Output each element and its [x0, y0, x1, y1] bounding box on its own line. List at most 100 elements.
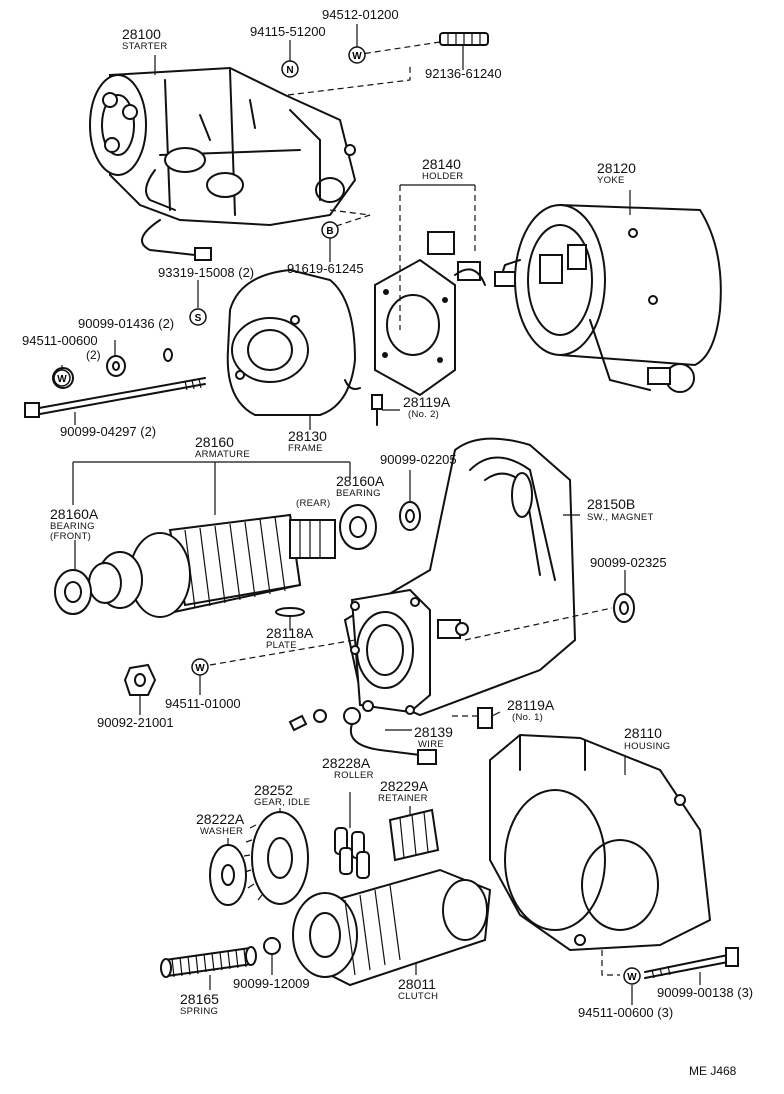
label-brush-no2-number: 28119A: [403, 394, 451, 410]
washer-02325: [613, 593, 635, 623]
marker-b: B: [321, 221, 339, 239]
marker-w-mid: W: [191, 658, 209, 676]
label-ball: 90099-12009: [233, 976, 310, 991]
brush-no1: [477, 707, 493, 729]
label-bolt-00138: 90099-00138 (3): [657, 985, 754, 1000]
washer-02205: [399, 501, 421, 531]
svg-text:W: W: [195, 663, 205, 674]
label-plate-name: PLATE: [266, 640, 297, 651]
nut-21001: [123, 663, 157, 696]
label-armature-name: ARMATURE: [195, 449, 251, 460]
marker-n: N: [281, 60, 299, 78]
armature-part: [88, 513, 336, 618]
label-holder-name: HOLDER: [422, 171, 464, 182]
marker-w-top: W: [348, 46, 366, 64]
starter-assembly: [89, 66, 357, 261]
spring-part: [160, 946, 257, 978]
ball-part: [263, 937, 281, 955]
label-washer-945-qty: (2): [86, 348, 101, 362]
roller-part: [334, 827, 370, 879]
marker-s: S: [189, 308, 207, 326]
label-washer-top: 94512-01200: [322, 7, 399, 22]
label-washer-00600: 94511-00600 (3): [578, 1005, 674, 1020]
label-brush-no1-number: 28119A: [507, 697, 555, 713]
label-clutch-number: 28011: [398, 976, 436, 992]
label-bearing-front-number: 28160A: [50, 506, 99, 522]
marker-w-left: W: [53, 369, 71, 387]
svg-text:N: N: [286, 65, 293, 76]
label-holder-number: 28140: [422, 156, 461, 172]
label-starter-name: STARTER: [122, 41, 168, 52]
label-bearing-front-extra: (FRONT): [50, 531, 92, 542]
plate-part: [275, 607, 305, 617]
label-housing-number: 28110: [624, 725, 662, 741]
bolt-00138: [644, 947, 739, 979]
label-switch-number: 28150B: [587, 496, 636, 512]
label-bearing-front-name: BEARING: [50, 521, 95, 532]
label-plate-number: 28118A: [266, 625, 314, 641]
svg-text:W: W: [57, 374, 67, 385]
label-wire-number: 28139: [414, 724, 453, 740]
label-idle-gear-number: 28252: [254, 782, 293, 798]
label-washer-01000: 94511-01000: [165, 696, 241, 711]
label-armature-number: 28160: [195, 434, 234, 450]
label-frame-number: 28130: [288, 428, 327, 444]
label-brush-no2-name: (No. 2): [408, 409, 440, 420]
clutch-part: [292, 868, 492, 987]
label-retainer-name: RETAINER: [378, 793, 428, 804]
label-wire-name: WIRE: [418, 739, 445, 750]
label-housing-name: HOUSING: [624, 741, 671, 752]
label-starter-number: 28100: [122, 26, 161, 42]
stud-bolt: [439, 32, 489, 46]
label-nut-21001: 90092-21001: [97, 715, 174, 730]
label-bearing-rear-number: 28160A: [336, 473, 385, 489]
label-yoke-name: YOKE: [597, 175, 625, 186]
brush-no2: [371, 394, 383, 426]
label-bolt-b: 91619-61245: [287, 261, 364, 276]
label-washer-945: 94511-00600: [22, 333, 98, 348]
svg-text:W: W: [627, 972, 637, 983]
label-through-bolt: 90099-04297 (2): [60, 424, 157, 439]
label-brush-no1-name: (No. 1): [512, 712, 544, 723]
bearing-front: [54, 569, 92, 615]
label-retainer-number: 28229A: [380, 778, 429, 794]
housing-part: [489, 733, 712, 952]
leader-lines: [61, 24, 701, 1005]
wire-part: [288, 700, 437, 765]
svg-text:B: B: [326, 226, 333, 237]
yoke-part: [494, 204, 722, 393]
label-washer-900: 90099-01436 (2): [78, 316, 175, 331]
label-bearing-rear-name: BEARING: [336, 488, 381, 499]
through-bolt: [24, 377, 206, 418]
label-spring-number: 28165: [180, 991, 219, 1007]
label-screw-s: 93319-15008 (2): [158, 265, 255, 280]
washer-28222: [209, 844, 247, 906]
label-stud-top: 92136-61240: [425, 66, 502, 81]
label-washer-02205: 90099-02205: [380, 452, 457, 467]
holder-part: [374, 231, 486, 397]
svg-text:W: W: [352, 51, 362, 62]
idle-gear-part: [243, 811, 309, 905]
label-yoke-number: 28120: [597, 160, 636, 176]
label-frame-name: FRAME: [288, 443, 323, 454]
retainer-part: [388, 808, 440, 862]
label-roller-number: 28228A: [322, 755, 371, 771]
footer-code: ME J468: [689, 1064, 737, 1078]
bearing-rear: [339, 504, 377, 550]
frame-part: [226, 268, 361, 416]
label-switch-name: SW., MAGNET: [587, 512, 654, 523]
label-washer-28222-number: 28222A: [196, 811, 245, 827]
label-spring-name: SPRING: [180, 1006, 219, 1017]
small-fasteners: [52, 348, 173, 389]
label-nut-top: 94115-51200: [250, 24, 326, 39]
label-clutch-name: CLUTCH: [398, 991, 439, 1002]
magnet-switch-part: [343, 437, 577, 717]
label-washer-28222-name: WASHER: [200, 826, 244, 837]
label-bearing-rear-extra: (REAR): [296, 498, 331, 509]
label-idle-gear-name: GEAR, IDLE: [254, 797, 311, 808]
svg-text:S: S: [195, 313, 202, 324]
label-roller-name: ROLLER: [334, 770, 374, 781]
label-washer-02325: 90099-02325: [590, 555, 667, 570]
